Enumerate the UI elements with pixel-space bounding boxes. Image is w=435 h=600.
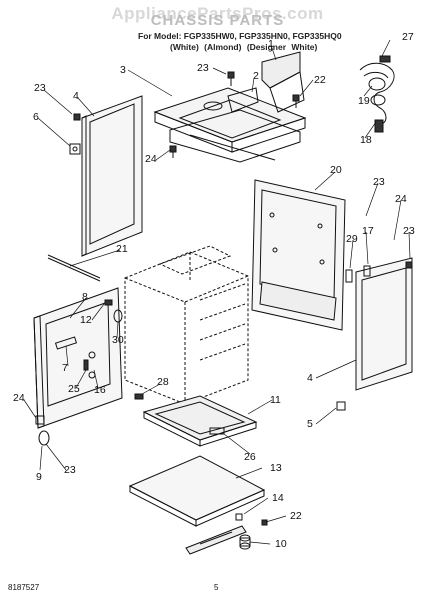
top-panel-part [153, 87, 307, 163]
callout-24: 24 [145, 153, 157, 165]
oven-bottom-part [142, 395, 258, 447]
callout-24: 24 [13, 392, 25, 404]
callout-22: 22 [290, 510, 302, 522]
callout-14: 14 [272, 492, 284, 504]
callout-4: 4 [307, 372, 313, 384]
callout-20: 20 [330, 164, 342, 176]
oven-cavity [124, 245, 249, 405]
side-panel-left [81, 95, 143, 257]
callout-27: 27 [402, 31, 414, 43]
callout-3: 3 [120, 64, 126, 76]
leader-lines [23, 39, 411, 545]
callout-6: 6 [33, 111, 39, 123]
callout-11: 11 [270, 394, 281, 406]
callout-21: 21 [116, 243, 128, 255]
callout-10: 10 [275, 538, 287, 550]
drawer-slide-part [185, 513, 247, 555]
callout-29: 29 [346, 233, 358, 245]
callout-1: 1 [268, 38, 274, 50]
callout-12: 12 [80, 314, 92, 326]
callout-5: 5 [307, 418, 313, 430]
callout-19: 19 [358, 95, 370, 107]
callout-28: 28 [157, 376, 169, 388]
callout-30: 30 [112, 334, 124, 346]
heat-deflector-part [227, 51, 305, 113]
callout-22: 22 [314, 74, 326, 86]
rear-panel-part [251, 179, 346, 331]
hinge-bracket-6 [69, 113, 81, 155]
side-panel-right [355, 257, 413, 391]
callout-25: 25 [68, 383, 80, 395]
leveling-leg-part [239, 519, 268, 550]
bottom-panel-part [128, 455, 266, 527]
callout-9: 9 [36, 471, 42, 483]
callout-26: 26 [244, 451, 256, 463]
callout-18: 18 [360, 134, 372, 146]
callout-8: 8 [82, 291, 88, 303]
callout-23: 23 [64, 464, 76, 476]
model-numbers: For Model: FGP335HW0, FGP335HN0, FGP335H… [138, 31, 342, 41]
screws-top [169, 71, 300, 158]
power-cord-part [359, 55, 395, 133]
callout-23: 23 [403, 225, 415, 237]
front-frame-part [33, 287, 123, 429]
callout-4: 4 [73, 90, 79, 102]
callout-13: 13 [270, 462, 282, 474]
watermark-text: AppliancePartsPros.com [111, 4, 324, 23]
callout-16: 16 [94, 384, 106, 396]
model-colors: (White) (Almond) (Designer White) [170, 42, 318, 52]
callout-7: 7 [62, 362, 68, 374]
insulation-21 [47, 254, 101, 282]
diagram-title: CHASSIS PARTS [150, 12, 285, 29]
callout-2: 2 [253, 70, 259, 82]
page-number: 5 [214, 583, 219, 592]
callout-24: 24 [395, 193, 407, 205]
document-number: 8187527 [8, 583, 40, 592]
small-parts-right [336, 265, 371, 411]
callout-23: 23 [34, 82, 46, 94]
callout-23: 23 [197, 62, 209, 74]
callout-17: 17 [362, 225, 374, 237]
small-parts-front [35, 299, 144, 446]
callout-23: 23 [373, 176, 385, 188]
